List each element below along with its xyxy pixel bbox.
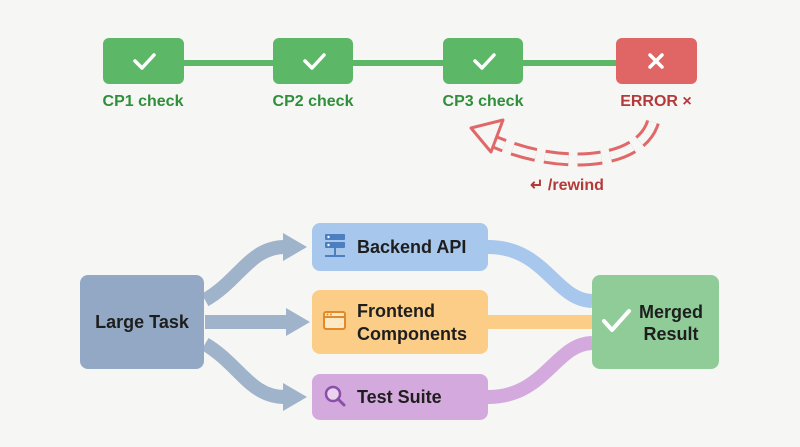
arrowhead	[469, 118, 505, 154]
checkpoint-timeline: CP1 check CP2 check CP3 check ERROR ×	[103, 38, 697, 110]
error-label: ERROR ×	[620, 93, 692, 110]
check-icon	[473, 53, 496, 70]
checkpoint-cp3: CP3 check	[443, 38, 524, 110]
magnifier-icon	[324, 385, 346, 407]
checkpoint-label: CP1 check	[103, 93, 184, 110]
flow-connectors	[201, 233, 593, 411]
merged-label-line1: Merged	[639, 302, 703, 322]
checkpoint-label: CP3 check	[443, 93, 524, 110]
browser-window-icon	[323, 311, 346, 330]
rewind-arrow	[469, 118, 660, 167]
frontend-label-line2: Components	[357, 324, 467, 344]
close-icon	[648, 53, 664, 69]
checkpoint-cp1: CP1 check	[103, 38, 184, 110]
backend-api-node: Backend API	[312, 223, 488, 271]
rewind-command-label: ↵ /rewind	[530, 177, 604, 194]
checkpoint-error: ERROR ×	[616, 38, 697, 110]
checkpoint-label: CP2 check	[273, 93, 354, 110]
merged-label-line2: Result	[643, 324, 698, 344]
server-icon	[325, 234, 345, 257]
frontend-components-node: Frontend Components	[312, 290, 488, 354]
checkpoint-cp2: CP2 check	[273, 38, 354, 110]
check-icon	[602, 309, 631, 332]
frontend-label-line1: Frontend	[357, 301, 435, 321]
large-task-node: Large Task	[80, 275, 204, 369]
check-icon	[133, 53, 156, 70]
test-suite-label: Test Suite	[357, 387, 442, 407]
large-task-label: Large Task	[95, 312, 190, 332]
merged-result-node: Merged Result	[592, 275, 719, 369]
test-suite-node: Test Suite	[312, 374, 488, 420]
backend-api-label: Backend API	[357, 237, 466, 257]
check-icon	[303, 53, 326, 70]
